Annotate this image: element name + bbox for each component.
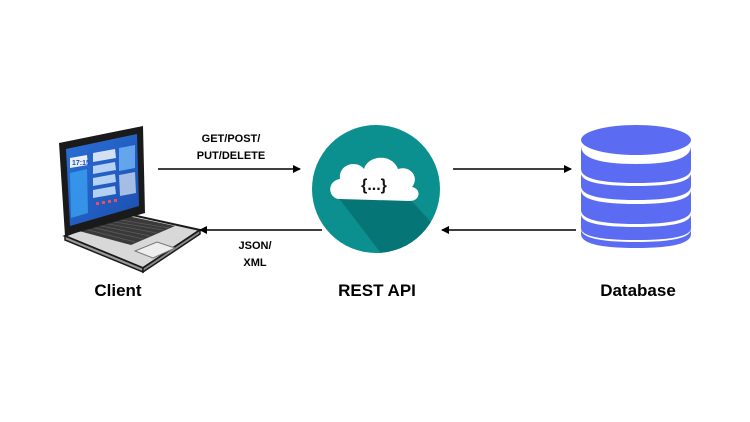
cloud-braces-text: {...} [361, 177, 387, 194]
database-label: Database [600, 281, 676, 300]
response-label-line-2: XML [243, 257, 267, 269]
request-label-line-1: GET/POST/ [201, 133, 261, 145]
response-edge-label: JSON/ XML [225, 238, 285, 272]
cloud-icon: {...} [312, 125, 440, 253]
laptop-touchpad [133, 241, 177, 259]
client-label: Client [94, 281, 142, 300]
request-edge-label: GET/POST/ PUT/DELETE [186, 131, 276, 165]
laptop-icon: 17:15 [59, 126, 203, 274]
rest-api-label: REST API [338, 281, 416, 300]
cloud-shape [330, 157, 419, 201]
response-label-line-1: JSON/ [238, 240, 272, 252]
laptop-clock: 17:15 [72, 160, 90, 167]
database-icon [581, 125, 691, 248]
request-label-line-2: PUT/DELETE [196, 150, 266, 162]
laptop-screen-ui [70, 145, 136, 218]
